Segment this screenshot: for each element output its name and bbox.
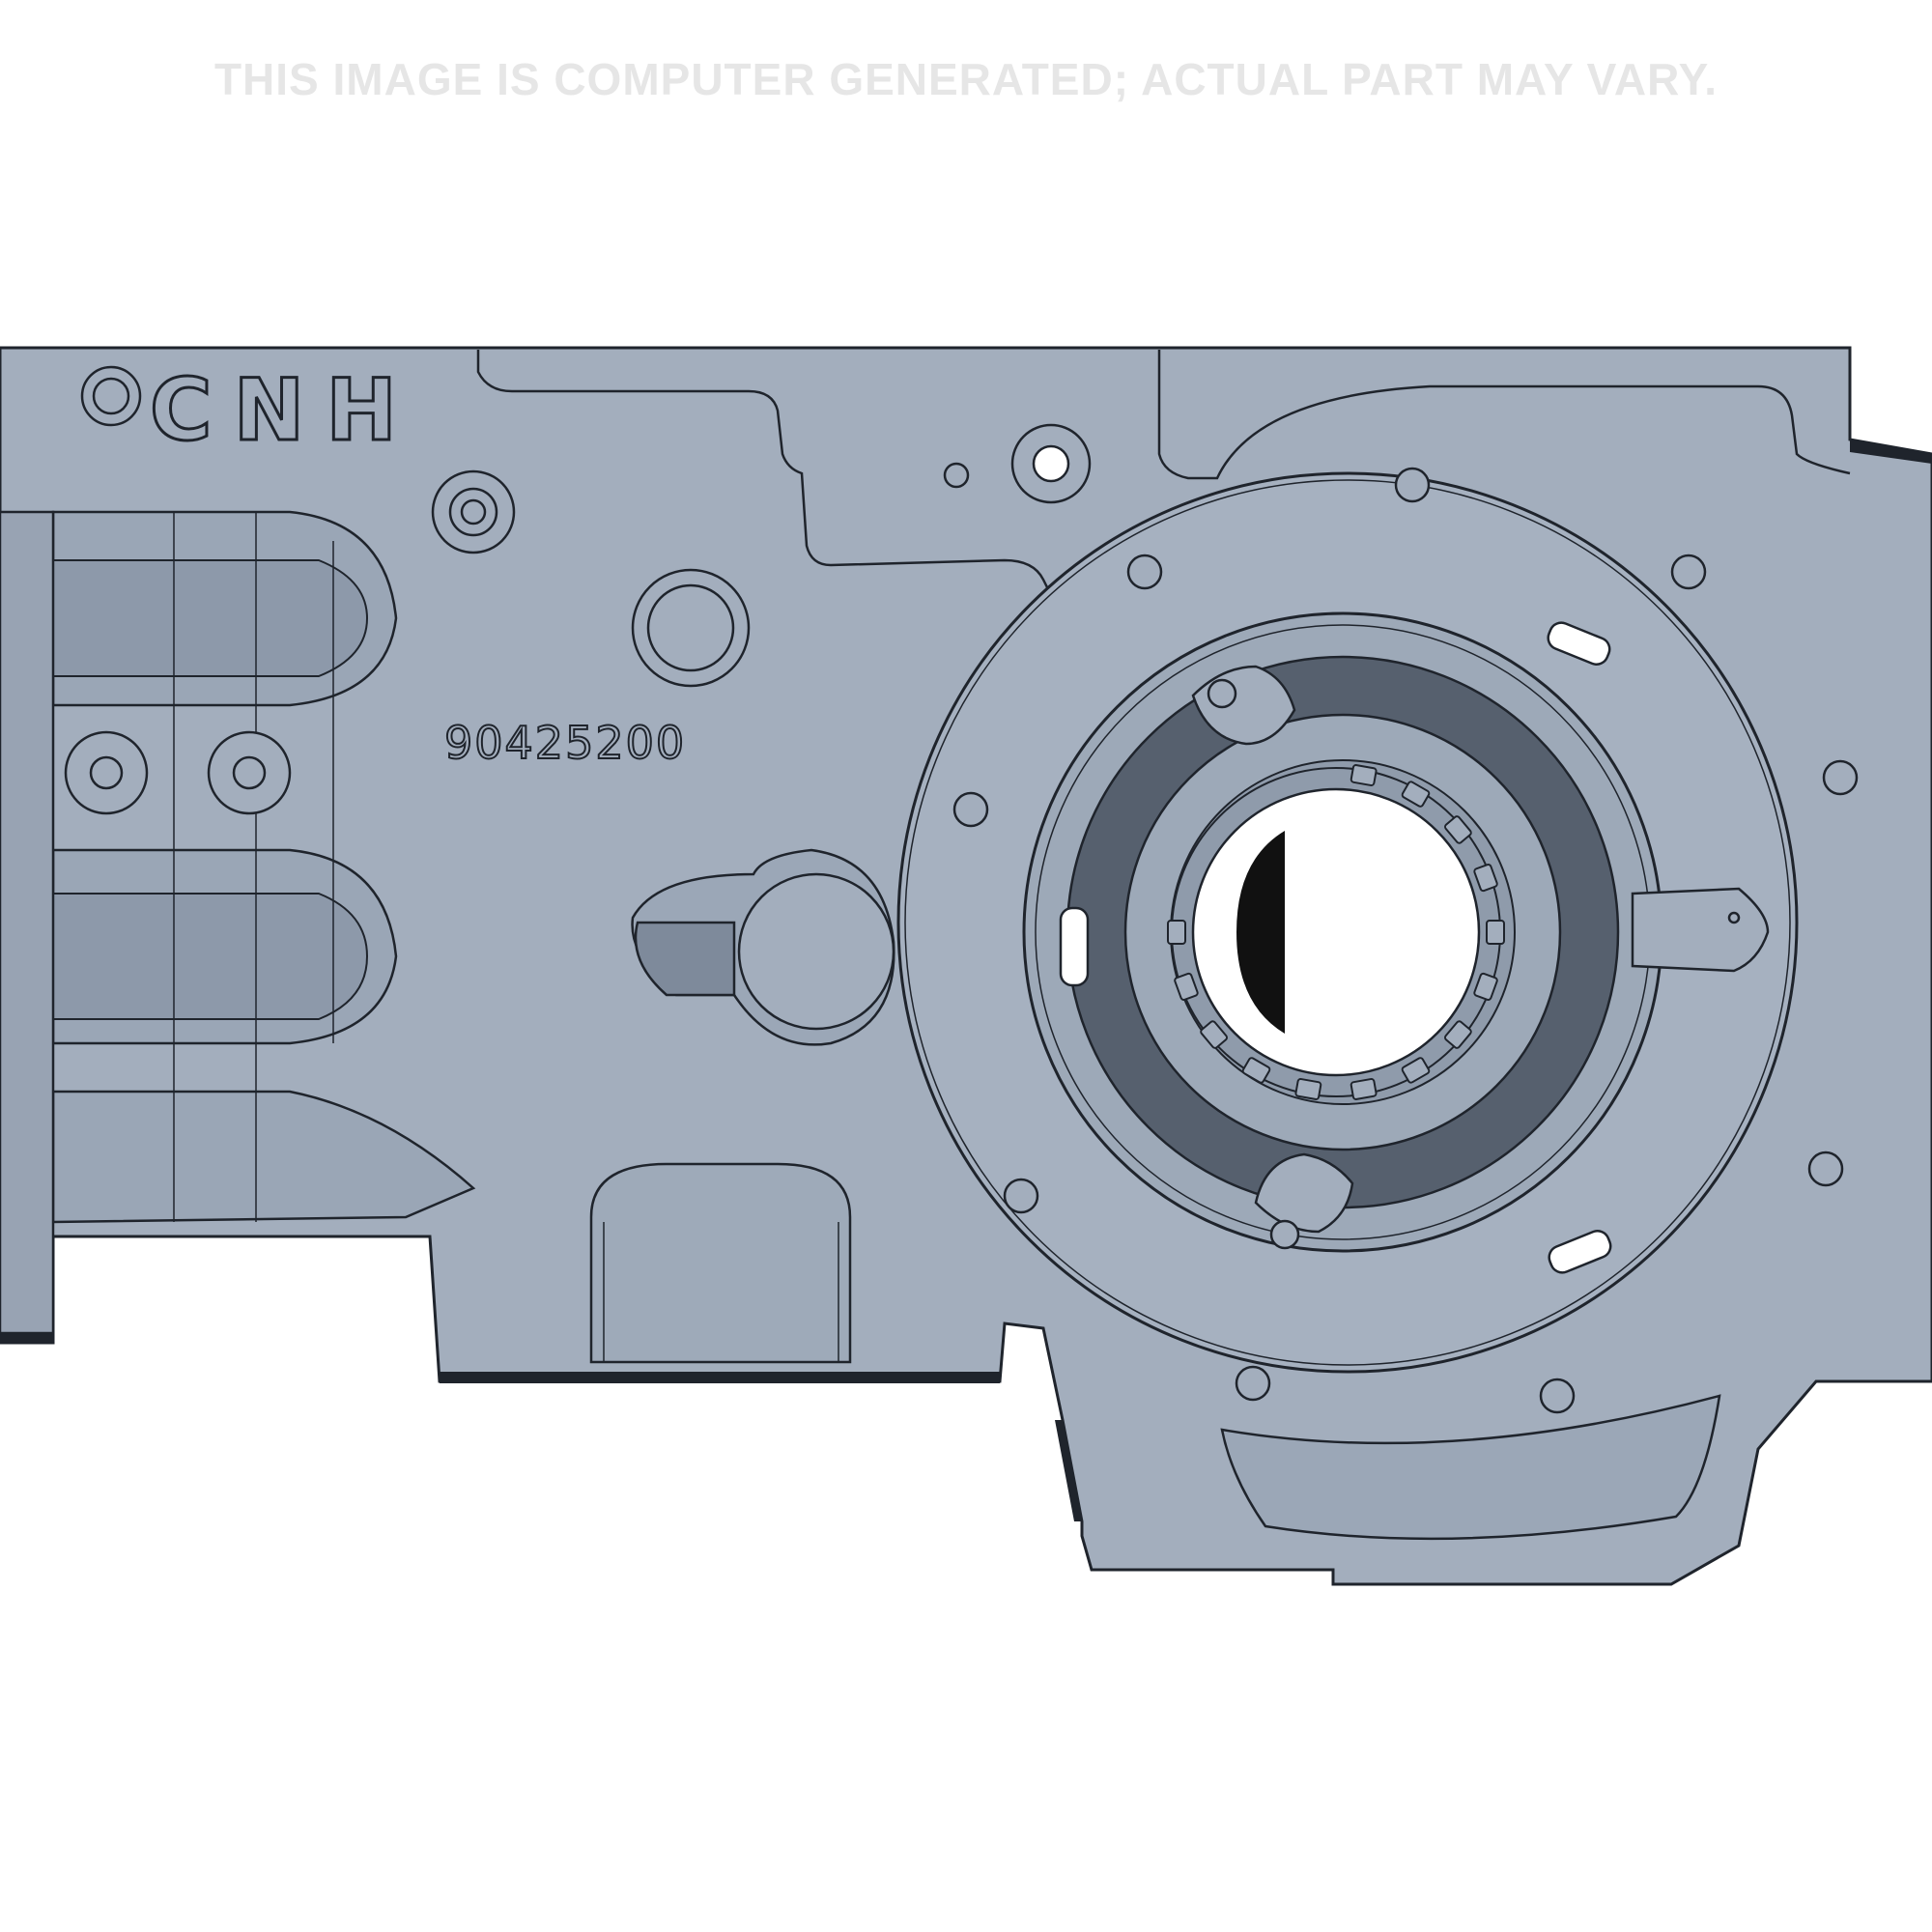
spline-tooth [1167,920,1186,945]
spline-tooth [1241,1057,1271,1084]
bore-spline [1167,764,1505,1100]
disclaimer-text: THIS IMAGE IS COMPUTER GENERATED; ACTUAL… [213,54,1719,104]
spline-tooth [1350,1078,1378,1100]
bolt-bosses [64,423,1092,815]
spline-tooth [1444,1020,1472,1049]
flange-lugs [1059,621,1770,1274]
top-rib-left [476,350,1055,600]
spline-tooth [1401,781,1431,808]
part-number-label: 90425200 [444,717,686,769]
flange-bolt-holes [952,467,1859,1414]
brand-label: CNH [150,360,418,460]
spline-tooth [1350,764,1378,786]
spline-tooth [1486,920,1505,945]
spline-tooth [1200,1020,1228,1049]
spline-tooth [1174,972,1199,1001]
port-channels [0,510,476,1335]
lower-crescent [1220,1394,1721,1541]
spline-tooth [1473,972,1498,1001]
spline-tooth [1294,1078,1322,1100]
keyhole-boss [631,848,895,1046]
spline-tooth [1473,864,1498,893]
cast-brand-mark [80,365,142,427]
lower-pocket [589,1162,852,1364]
spline-tooth [1401,1057,1431,1084]
spline-tooth [1444,815,1472,844]
top-rib-right [1157,350,1851,480]
